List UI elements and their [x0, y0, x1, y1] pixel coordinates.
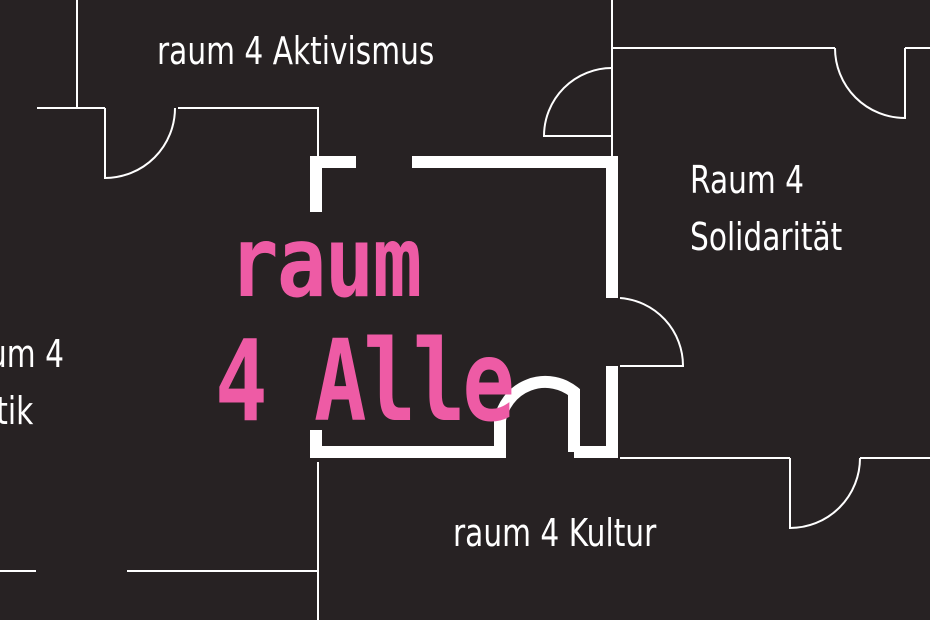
title-line-1: raum	[229, 206, 422, 320]
door-swing-solidaritaet-top	[834, 47, 906, 120]
wall-aktivismus-bottom-right	[178, 107, 319, 156]
room-label-politik-line1: um 4	[0, 332, 64, 376]
frame-inner-door-arc	[310, 376, 580, 458]
room-label-solidaritaet-line2: Solidarität	[690, 215, 843, 259]
room-label-solidaritaet: Raum 4 Solidarität	[690, 152, 842, 266]
room-label-kultur: raum 4 Kultur	[453, 511, 657, 555]
frame-right-lower	[574, 366, 618, 458]
door-swing-aktivismus	[104, 107, 176, 180]
room-label-aktivismus: raum 4 Aktivismus	[157, 29, 435, 73]
frame-top-right-and-side	[412, 156, 618, 298]
frame-top-left	[310, 156, 356, 212]
title-line-2: 4 Alle	[215, 317, 515, 447]
room-label-politik-line2: itik	[0, 389, 34, 433]
room-label-solidaritaet-line1: Raum 4	[690, 158, 805, 202]
wall-solidaritaet-left-upper	[542, 67, 613, 137]
room-label-politik: um 4 itik	[0, 326, 64, 440]
central-room-frame	[310, 156, 618, 458]
door-swing-solidaritaet-side	[619, 297, 685, 367]
door-swing-kultur	[789, 457, 861, 530]
